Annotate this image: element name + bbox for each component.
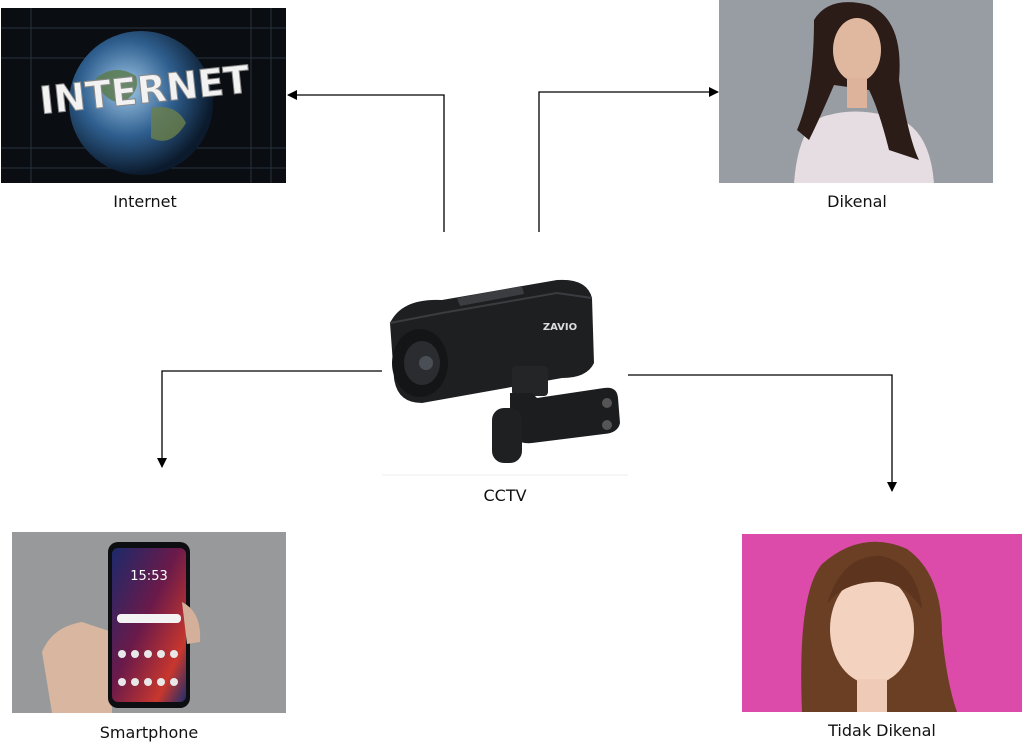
dikenal-image [719,0,993,183]
arrow-cctv-to-smartphone [157,370,382,468]
tidak-dikenal-label: Tidak Dikenal [828,721,936,740]
cctv-label: CCTV [483,486,527,505]
smartphone-clock: 15:53 [130,569,167,584]
arrow-cctv-to-dikenal [538,87,719,232]
arrow-cctv-to-internet [287,90,445,232]
smartphone-image: 15:53 [12,532,286,713]
smartphone-label: Smartphone [99,723,199,742]
cctv-image: ZAVIO [382,268,628,476]
dikenal-label: Dikenal [827,192,887,211]
cctv-logo-text: ZAVIO [543,322,577,333]
internet-label: Internet [113,192,177,211]
internet-image: INTERNET [1,8,286,183]
tidak-dikenal-image [742,534,1022,712]
arrow-cctv-to-tidak-dikenal [627,374,897,492]
